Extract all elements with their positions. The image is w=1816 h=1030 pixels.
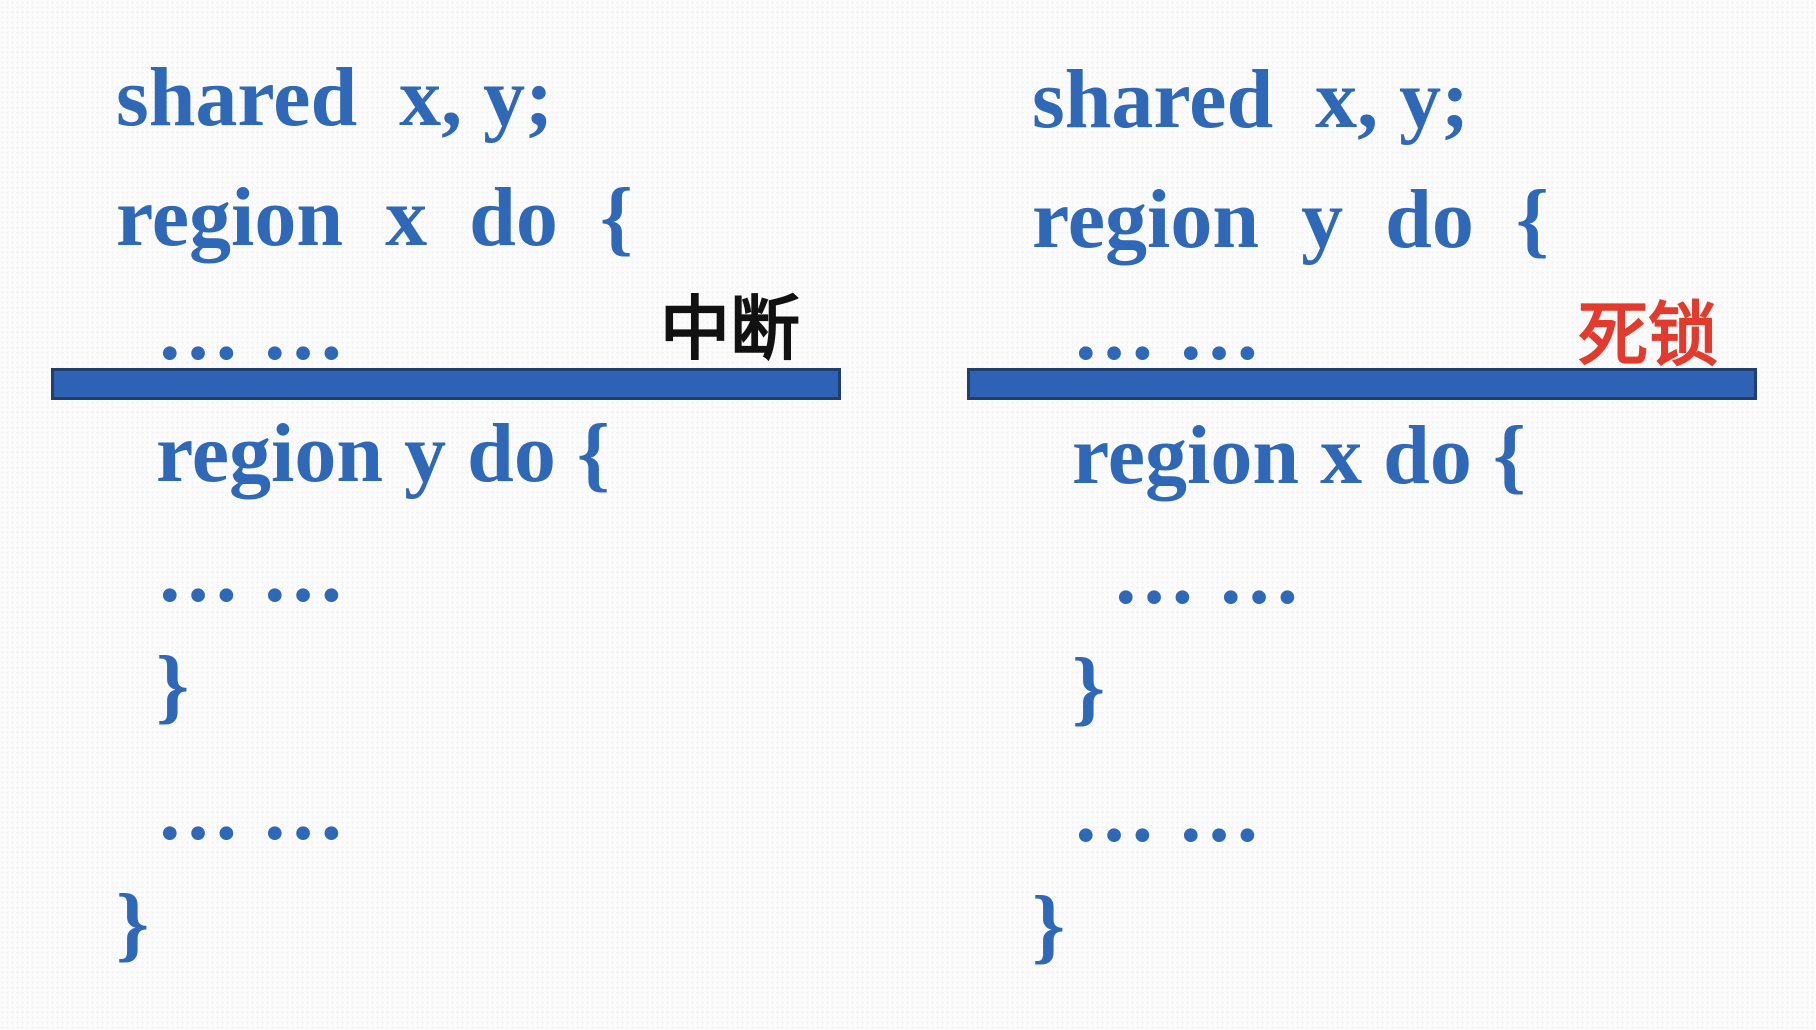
right-line-7: … … [1072, 767, 1261, 860]
left-line-7: … … [156, 765, 345, 858]
left-line-2: region x do { [116, 171, 633, 264]
left-line-6: } [156, 639, 190, 732]
right-line-2: region y do { [1032, 173, 1549, 266]
right-line-5: … … [1112, 529, 1301, 622]
right-interrupt-bar [967, 368, 1757, 400]
right-deadlock-label: 死锁 [1578, 294, 1718, 376]
right-line-4: region x do { [1072, 409, 1526, 502]
left-line-3: … … [156, 285, 345, 378]
right-line-6: } [1072, 641, 1106, 734]
right-line-1: shared x, y; [1032, 53, 1470, 146]
left-interrupt-label: 中断 [660, 288, 800, 370]
left-line-1: shared x, y; [116, 51, 554, 144]
right-line-3: … … [1072, 285, 1261, 378]
left-line-8: } [116, 877, 150, 970]
right-line-8: } [1032, 879, 1066, 972]
left-line-5: … … [156, 527, 345, 620]
left-line-4: region y do { [156, 407, 610, 500]
left-interrupt-bar [51, 368, 841, 400]
